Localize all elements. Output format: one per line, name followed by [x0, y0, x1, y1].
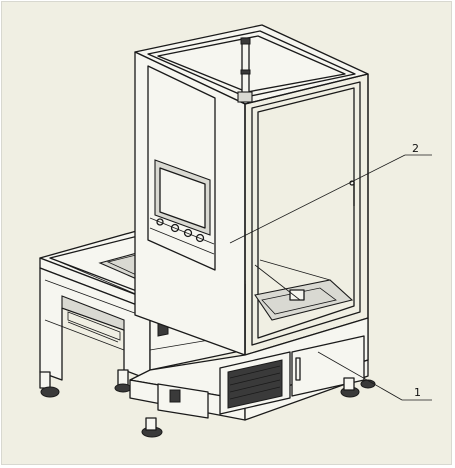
main-enclosure: [129, 24, 376, 438]
callout-1: 1: [317, 351, 432, 401]
callout-2: 2: [229, 142, 432, 244]
callout-1-label: 1: [414, 386, 421, 399]
callout-2-label: 2: [412, 142, 419, 155]
